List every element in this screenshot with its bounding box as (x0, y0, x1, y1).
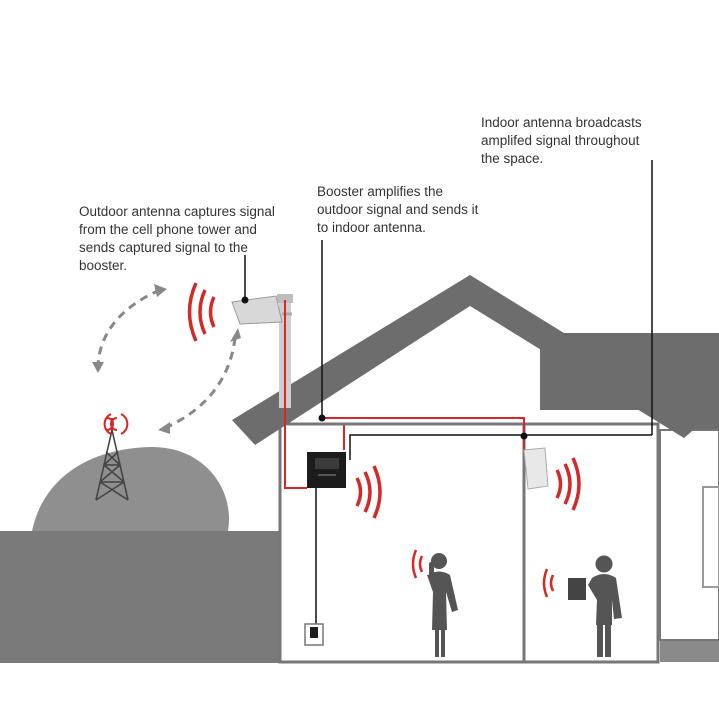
neighbor-window (703, 487, 719, 587)
callout-line: outdoor signal and sends it (317, 201, 478, 219)
callout-line: amplifed signal throughout (481, 132, 642, 150)
callout-line: to indoor antenna. (317, 219, 478, 237)
signal-wave-icon (105, 414, 128, 434)
hill (32, 447, 229, 531)
base-unit-inner (310, 627, 318, 638)
callout-indoor-antenna: Indoor antenna broadcasts amplifed signa… (481, 114, 642, 168)
arrowhead-up-right (230, 328, 241, 342)
callout-line: from the cell phone tower and (79, 221, 275, 239)
signal-wave-icon (190, 283, 215, 341)
callout-line: the space. (481, 150, 642, 168)
arrowhead-down (92, 362, 104, 373)
callout-line: sends captured signal to the (79, 239, 275, 257)
ground (0, 531, 285, 663)
callout-line: booster. (79, 257, 275, 275)
callout-booster: Booster amplifies the outdoor signal and… (317, 183, 478, 237)
callout-line: Outdoor antenna captures signal (79, 203, 275, 221)
booster-unit-icon (307, 452, 346, 488)
arrowhead-up (154, 284, 167, 297)
ground-right (660, 640, 719, 662)
callout-line: Indoor antenna broadcasts (481, 114, 642, 132)
arrowhead-left (158, 422, 170, 434)
callout-line: Booster amplifies the (317, 183, 478, 201)
signal-path-arrows (98, 290, 235, 428)
indoor-antenna-icon (524, 448, 548, 489)
callout-outdoor-antenna: Outdoor antenna captures signal from the… (79, 203, 275, 275)
